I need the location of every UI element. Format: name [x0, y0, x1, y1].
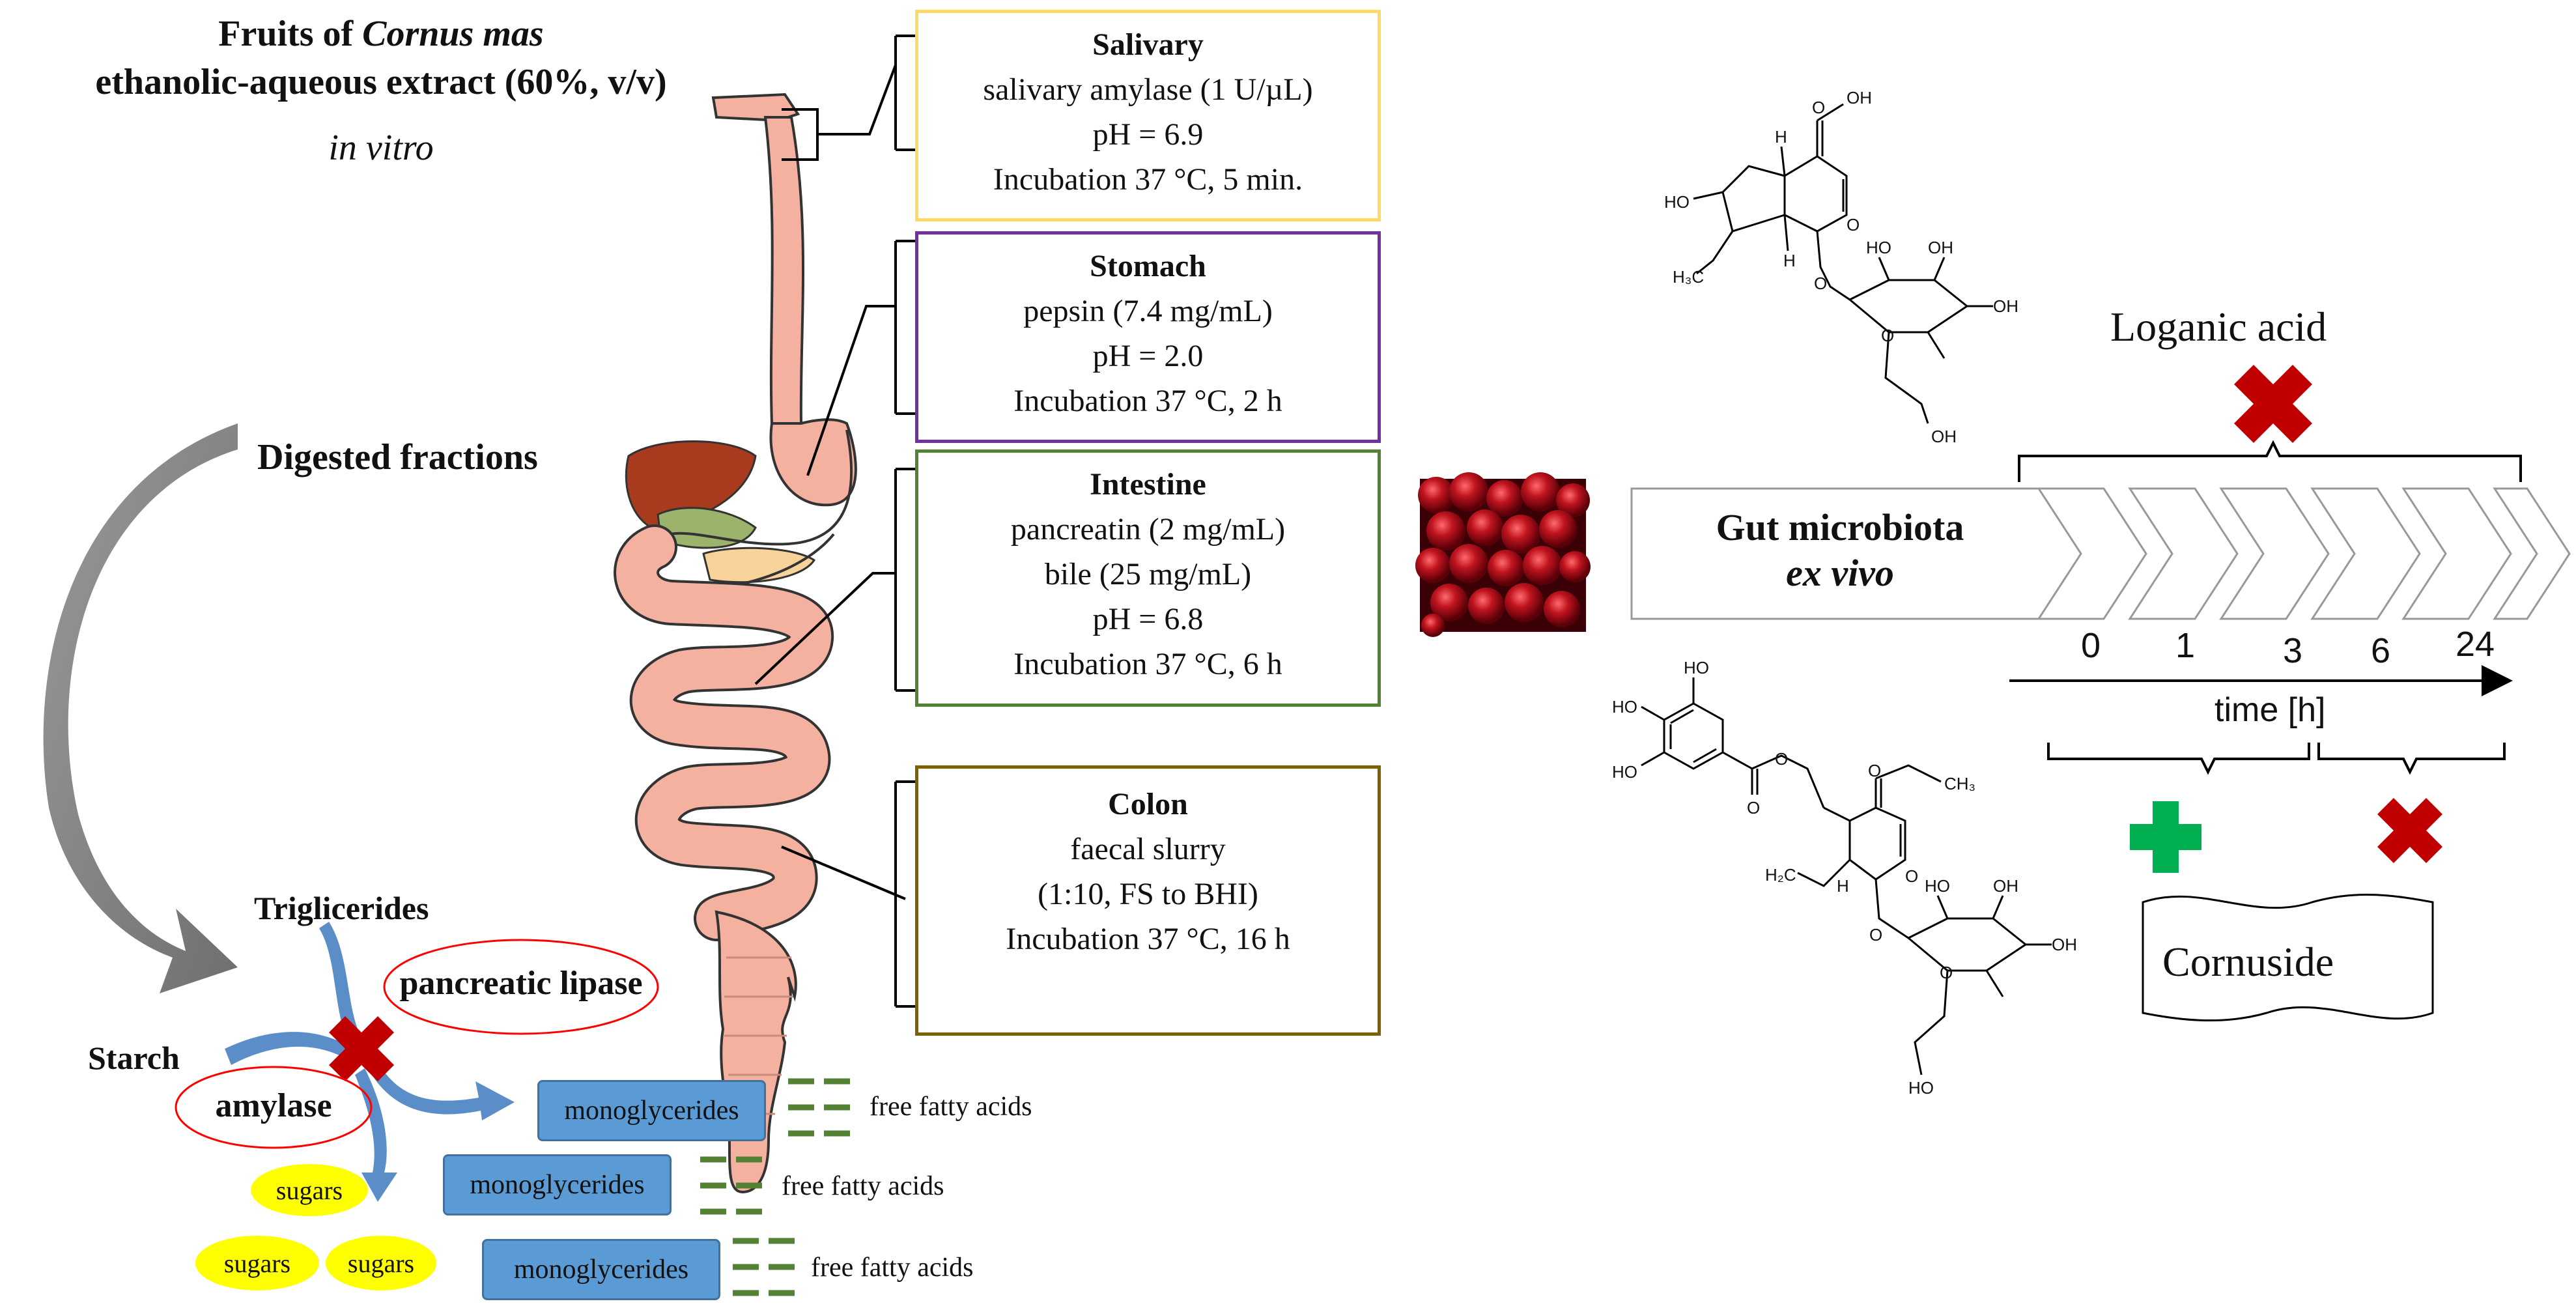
time-point-label: 24 [2456, 625, 2495, 664]
colon-title: Colon [1108, 787, 1188, 821]
free-fatty-acids-label: free fatty acids [782, 1171, 944, 1201]
cornuside-banner [2142, 893, 2434, 1022]
time-point-label: 0 [2081, 626, 2101, 665]
title-species: Cornus mas [362, 14, 544, 54]
increase-plus-icon [2130, 801, 2201, 873]
amylase-label: amylase [215, 1087, 332, 1124]
digested-fractions-label: Digested fractions [257, 437, 538, 477]
free-fatty-acids-label: free fatty acids [870, 1092, 1032, 1122]
cornuside-label: Cornuside [2162, 939, 2334, 985]
in-vitro-label: in vitro [328, 128, 434, 168]
colon-stage-box: Colon faecal slurry (1:10, FS to BHI) In… [915, 765, 1381, 1036]
title-extract: ethanolic-aqueous extract (60%, v/v) [95, 62, 667, 102]
pancreatic-lipase-ellipse [383, 939, 659, 1035]
late-decrease-cross-icon [2377, 798, 2442, 863]
starch-label: Starch [88, 1040, 180, 1076]
loganic-acid-label: Loganic acid [2110, 304, 2327, 350]
colon-ratio: (1:10, FS to BHI) [1038, 877, 1258, 911]
intestine-incubation: Incubation 37 °C, 6 h [1013, 647, 1282, 681]
time-point-label: 3 [2283, 631, 2303, 670]
digestive-tract-illustration [614, 92, 857, 1194]
time-axis-label: time [h] [2215, 691, 2326, 729]
time-point-label: 1 [2175, 626, 2196, 665]
loganic-acid-cross-icon [2234, 365, 2312, 443]
monoglycerides-box: monoglycerides [482, 1239, 720, 1300]
colon-incubation: Incubation 37 °C, 16 h [1006, 922, 1290, 956]
salivary-incubation: Incubation 37 °C, 5 min. [993, 162, 1303, 197]
monoglycerides-box: monoglycerides [537, 1080, 766, 1141]
intestine-enzyme: pancreatin (2 mg/mL) [1010, 512, 1286, 547]
amylase-ellipse [175, 1066, 373, 1149]
free-fatty-acid-dashes [700, 1078, 860, 1296]
cornelian-cherry-image [1415, 472, 1591, 637]
digestion-flow-arrow [43, 423, 238, 993]
title-prefix: Fruits of [218, 14, 363, 54]
salivary-ph: pH = 6.9 [1092, 117, 1204, 152]
stomach-ph: pH = 2.0 [1092, 339, 1204, 373]
salivary-enzyme: salivary amylase (1 U/µL) [983, 72, 1313, 107]
timeline-chevrons [2037, 487, 2571, 620]
stomach-enzyme: pepsin (7.4 mg/mL) [1023, 294, 1273, 328]
free-fatty-acids-label: free fatty acids [811, 1253, 974, 1283]
inhibition-cross-icon [329, 1016, 394, 1081]
gut-microbiota-label: Gut microbiota ex vivo [1632, 505, 2048, 596]
intestine-stage-box: Intestine pancreatin (2 mg/mL) bile (25 … [915, 449, 1381, 707]
loganic-acid-bracket [2018, 440, 2522, 482]
stomach-incubation: Incubation 37 °C, 2 h [1013, 384, 1282, 418]
ex-vivo-label: ex vivo [1786, 552, 1894, 594]
enzyme-flow-arrows [225, 922, 515, 1202]
stage-connectors [754, 35, 915, 1008]
intestine-ph: pH = 6.8 [1092, 602, 1204, 636]
salivary-stage-box: Salivary salivary amylase (1 U/µL) pH = … [915, 10, 1381, 221]
gut-microbiota-title: Gut microbiota [1716, 506, 1964, 548]
pancreatic-lipase-label: pancreatic lipase [399, 965, 643, 1002]
sugars-ellipse: sugars [326, 1236, 436, 1290]
monoglycerides-box: monoglycerides [443, 1154, 672, 1216]
extract-title: Fruits of Cornus mas ethanolic-aqueous e… [0, 10, 762, 106]
stomach-stage-box: Stomach pepsin (7.4 mg/mL) pH = 2.0 Incu… [915, 231, 1381, 443]
sugars-ellipse: sugars [251, 1164, 368, 1216]
loganic-acid-structure [1693, 103, 1993, 424]
intestine-bile: bile (25 mg/mL) [1044, 557, 1252, 591]
colon-slurry: faecal slurry [1070, 832, 1226, 866]
intestine-title: Intestine [1090, 467, 1206, 502]
cornuside-structure [1641, 677, 2052, 1075]
triglicerides-label: Triglicerides [254, 890, 429, 926]
sugars-ellipse: sugars [195, 1236, 319, 1290]
early-time-bracket [2047, 743, 2310, 775]
salivary-title: Salivary [1092, 27, 1204, 62]
stomach-title: Stomach [1090, 249, 1206, 283]
late-time-bracket [2317, 743, 2506, 775]
time-point-label: 6 [2371, 631, 2391, 670]
